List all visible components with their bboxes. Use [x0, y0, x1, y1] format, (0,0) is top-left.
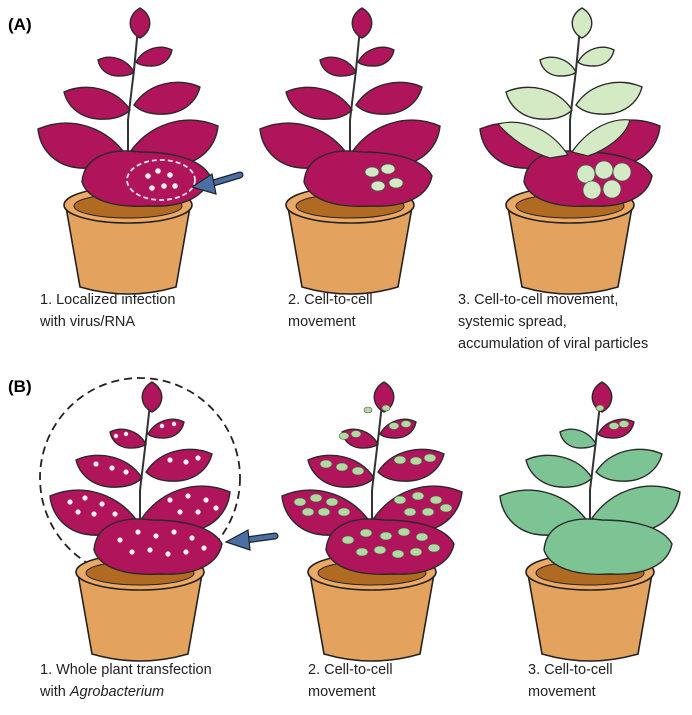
- caption-a1: 1. Localized infection with virus/RNA: [39, 292, 179, 330]
- plant-b2: [281, 381, 463, 662]
- caption-b3: 3. Cell-to-cell movement: [528, 662, 617, 700]
- panel-a-label: (A): [8, 15, 32, 34]
- pale-patches: [496, 119, 631, 159]
- plant-a3: [479, 7, 661, 295]
- plant-a1: [37, 7, 219, 295]
- infection-spots: [364, 163, 404, 192]
- infection-spots: [576, 160, 632, 200]
- infection-spots: [293, 404, 453, 559]
- infection-spots: [67, 421, 219, 557]
- infection-spots: [145, 168, 178, 191]
- panel-b-label: (B): [8, 377, 32, 396]
- plant-b1: [39, 377, 241, 662]
- plant-a2: [259, 7, 441, 295]
- caption-b2: 2. Cell-to-cell movement: [308, 662, 397, 700]
- infection-spots: [595, 404, 630, 430]
- plant-b3: [499, 381, 681, 662]
- caption-a3: 3. Cell-to-cell movement, systemic sprea…: [458, 292, 648, 352]
- caption-b1: 1. Whole plant transfection with Agrobac…: [39, 662, 216, 700]
- blue-arrow-icon: [224, 529, 279, 551]
- dashed-circle-icon: [126, 159, 196, 201]
- caption-a2: 2. Cell-to-cell movement: [288, 292, 377, 330]
- blue-arrow-icon: [190, 171, 244, 195]
